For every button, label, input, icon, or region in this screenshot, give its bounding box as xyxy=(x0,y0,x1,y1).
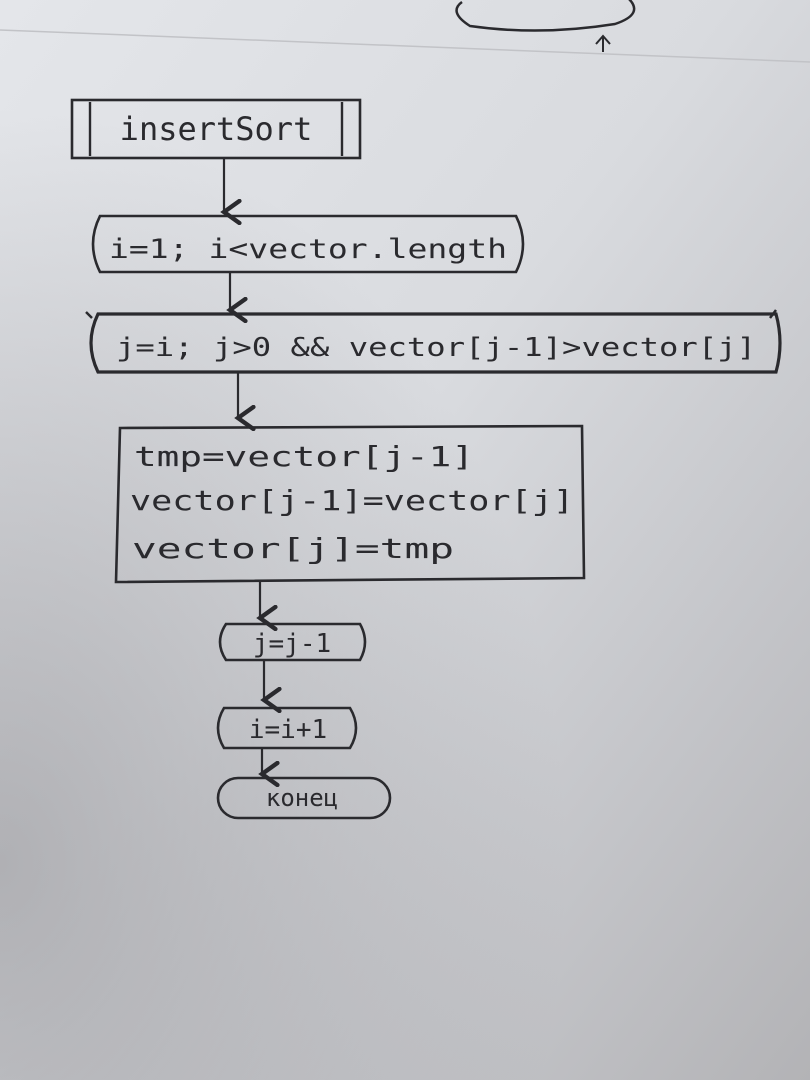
inner-loop-box: j=i; j>0 && vector[j-1]>vector[j] xyxy=(85,309,782,374)
top-terminal xyxy=(455,0,636,52)
process-line-3: vector[j]=tmp xyxy=(132,532,454,565)
start-box: insertSort xyxy=(70,98,362,160)
outer-loop-box: i=1; i<vector.length xyxy=(91,214,525,274)
end-terminal: конец xyxy=(216,776,392,820)
start-box-label: insertSort xyxy=(120,110,313,148)
decrement-label: j=j-1 xyxy=(253,629,331,659)
end-terminal-label: конец xyxy=(266,784,338,812)
increment-box: i=i+1 xyxy=(216,706,358,750)
process-box: tmp=vector[j-1] vector[j-1]=vector[j] ve… xyxy=(114,424,586,584)
process-line-2: vector[j-1]=vector[j] xyxy=(130,484,574,517)
outer-loop-label: i=1; i<vector.length xyxy=(109,234,507,265)
process-line-1: tmp=vector[j-1] xyxy=(134,440,474,473)
inner-loop-label: j=i; j>0 && vector[j-1]>vector[j] xyxy=(116,333,756,363)
decrement-box: j=j-1 xyxy=(218,622,367,662)
page-fold-line xyxy=(0,29,810,63)
increment-label: i=i+1 xyxy=(249,715,327,745)
